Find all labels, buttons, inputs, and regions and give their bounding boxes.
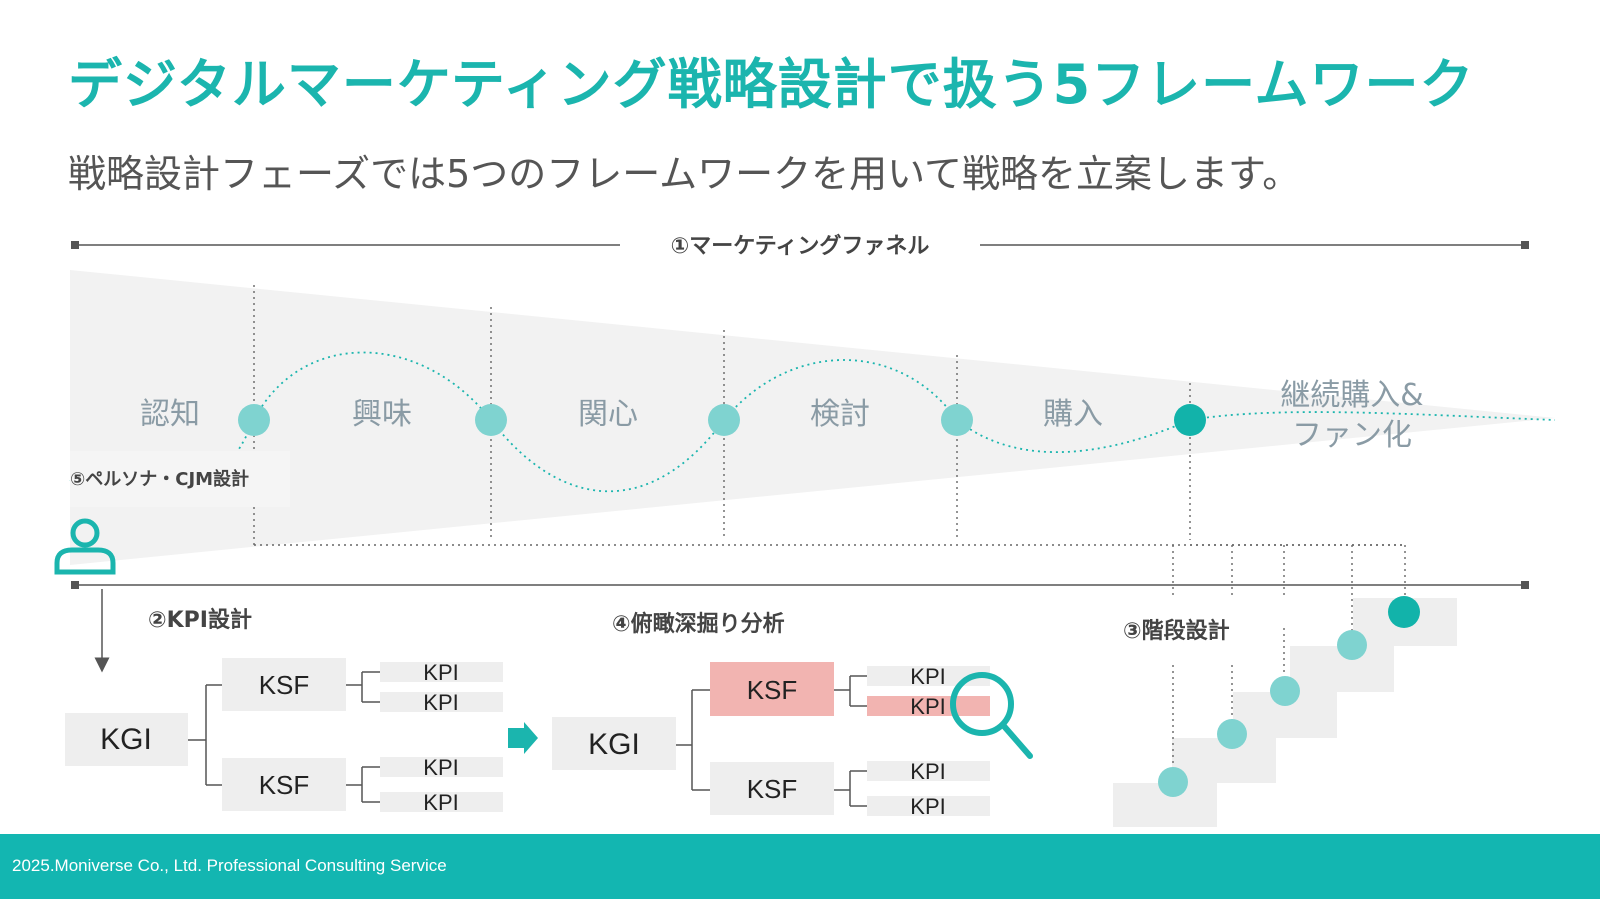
persona-label-box [70, 451, 290, 507]
kgi-label: KGI [588, 728, 640, 761]
kpi-design-label: ②KPI設計 [148, 607, 252, 633]
kpi-label: KPI [910, 694, 945, 719]
step-node-active [1388, 596, 1420, 628]
stage-node [238, 404, 270, 436]
kpi-label: KPI [423, 660, 458, 685]
step-node [1337, 630, 1367, 660]
kgi-box [65, 713, 188, 766]
stage-label-concern: 関心 [578, 397, 638, 432]
step-node [1217, 719, 1247, 749]
kpi-label: KPI [910, 664, 945, 689]
ksf-label: KSF [259, 770, 310, 800]
stage-label-loyalty-line2: ファン化 [1292, 418, 1412, 453]
stage-node [708, 404, 740, 436]
kpi-tree-connectors [188, 671, 380, 803]
ksf-box [222, 658, 346, 711]
step-connectors [1172, 544, 1406, 765]
stage-label-awareness: 認知 [140, 397, 200, 432]
kpi-label: KPI [423, 755, 458, 780]
footer-bar: 2025.Moniverse Co., Ltd. Professional Co… [0, 834, 1600, 899]
kpi-label: KPI [423, 790, 458, 815]
stage-label-purchase: 購入 [1043, 397, 1103, 432]
kpi-box [867, 761, 990, 781]
stage-label-interest: 興味 [352, 397, 412, 432]
ksf-label: KSF [259, 670, 310, 700]
kpi-box [380, 662, 503, 682]
kgi-label: KGI [100, 723, 152, 756]
stage-label-consideration: 検討 [810, 397, 870, 432]
stage-node [475, 404, 507, 436]
kpi-label: KPI [910, 759, 945, 784]
kpi-box [380, 792, 503, 812]
overview-analysis-label: ④俯瞰深掘り分析 [612, 611, 785, 637]
stage-node [941, 404, 973, 436]
kpi-label: KPI [423, 690, 458, 715]
funnel-label: ①マーケティングファネル [671, 233, 930, 259]
ksf-box [710, 762, 834, 815]
step-design-label: ③階段設計 [1123, 618, 1230, 644]
funnel-shape [70, 270, 1555, 565]
page-subtitle: 戦略設計フェーズでは5つのフレームワークを用いて戦略を立案します。 [68, 152, 1301, 196]
page-title: デジタルマーケティング戦略設計で扱う5フレームワーク [68, 53, 1475, 116]
right-arrow-icon [508, 722, 538, 754]
ksf-box [222, 758, 346, 811]
stage-node-active [1174, 404, 1206, 436]
person-icon [54, 518, 116, 575]
kpi-box [380, 757, 503, 777]
step-node [1270, 676, 1300, 706]
kpi-box [380, 692, 503, 712]
ksf-label: KSF [747, 675, 798, 705]
funnel-header-rule [71, 241, 1529, 249]
persona-label: ⑤ペルソナ・CJM設計 [70, 468, 249, 490]
overview-tree-connectors [676, 675, 867, 807]
kgi-box [552, 717, 676, 770]
kpi-box [867, 666, 990, 686]
footer-text: 2025.Moniverse Co., Ltd. Professional Co… [12, 856, 447, 875]
staircase-steps [1113, 598, 1457, 827]
main-axis [71, 581, 1529, 673]
ksf-box-highlighted [710, 662, 834, 716]
ksf-label: KSF [747, 774, 798, 804]
magnifier-icon [950, 672, 1033, 759]
stage-label-loyalty-line1: 継続購入& [1280, 378, 1423, 413]
kpi-box-highlighted [867, 696, 990, 716]
kpi-label: KPI [910, 794, 945, 819]
kpi-box [867, 796, 990, 816]
step-node [1158, 767, 1188, 797]
